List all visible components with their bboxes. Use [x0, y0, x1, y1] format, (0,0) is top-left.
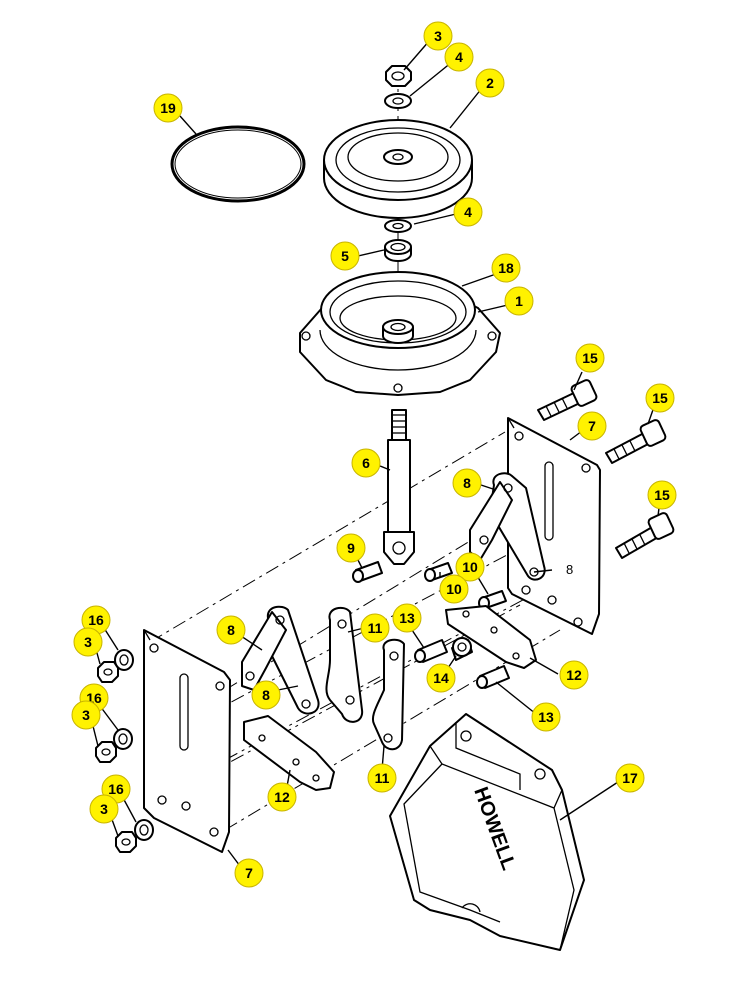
- svg-text:16: 16: [88, 612, 104, 628]
- left-plate: [143, 629, 231, 853]
- spacer-14: [451, 637, 473, 661]
- svg-text:3: 3: [84, 634, 92, 650]
- svg-text:4: 4: [464, 204, 472, 220]
- svg-text:12: 12: [274, 789, 290, 805]
- callout-13-b: 13: [531, 702, 561, 732]
- callout-12-right: 12: [559, 660, 589, 690]
- svg-text:8: 8: [262, 687, 270, 703]
- bearing: [384, 239, 412, 262]
- nut-washer-set-3: [115, 819, 154, 853]
- shaft: [383, 409, 415, 565]
- svg-text:13: 13: [399, 610, 415, 626]
- svg-text:1: 1: [515, 293, 523, 309]
- callout-15-c: 15: [647, 480, 677, 510]
- callout-3-c: 3: [89, 794, 119, 824]
- bolt-1: [537, 379, 598, 421]
- callout-3-top: 3: [423, 21, 453, 51]
- callout-4-top: 4: [444, 42, 474, 72]
- svg-text:15: 15: [582, 350, 598, 366]
- callout-8-left-top: 8: [216, 615, 246, 645]
- svg-text:6: 6: [362, 455, 370, 471]
- svg-text:11: 11: [368, 620, 383, 636]
- callout-15-a: 15: [575, 343, 605, 373]
- callout-5: 5: [330, 241, 360, 271]
- callout-8-right: 8: [452, 468, 482, 498]
- svg-text:13: 13: [538, 709, 554, 725]
- svg-text:9: 9: [347, 540, 355, 556]
- svg-text:12: 12: [566, 667, 582, 683]
- pin-9: [352, 561, 383, 583]
- svg-text:8: 8: [463, 475, 471, 491]
- svg-text:3: 3: [82, 707, 90, 723]
- pin-13b: [476, 665, 510, 689]
- right-plate: [507, 417, 601, 635]
- housing: [299, 271, 501, 396]
- svg-text:10: 10: [462, 559, 478, 575]
- callout-10-a: 10: [455, 552, 485, 582]
- svg-text:2: 2: [486, 75, 494, 91]
- callout-7-left: 7: [234, 858, 264, 888]
- callout-8-left-bottom: 8: [251, 680, 281, 710]
- callout-3-a: 3: [73, 627, 103, 657]
- right-link: [469, 472, 546, 581]
- callouts: 3 4 2 19 4 5 18 1 15 15 7 6 8 15 9 10 10…: [71, 21, 677, 888]
- callout-6: 6: [351, 448, 381, 478]
- svg-text:3: 3: [434, 28, 442, 44]
- cover: HOWELL: [389, 713, 585, 951]
- callout-13-a: 13: [392, 603, 422, 633]
- callout-9: 9: [336, 533, 366, 563]
- callout-19: 19: [153, 93, 183, 123]
- svg-text:4: 4: [455, 49, 463, 65]
- top-washer: [384, 93, 412, 109]
- svg-text:19: 19: [160, 100, 176, 116]
- callout-17: 17: [615, 763, 645, 793]
- svg-text:17: 17: [622, 770, 638, 786]
- nut-washer-set-2: [95, 728, 133, 763]
- svg-text:16: 16: [108, 781, 124, 797]
- svg-text:11: 11: [375, 770, 390, 786]
- plain-label-8: 8: [566, 562, 573, 577]
- left-bracket: [243, 715, 335, 791]
- bolt-3: [615, 512, 675, 559]
- callout-12-left: 12: [267, 782, 297, 812]
- callout-15-b: 15: [645, 383, 675, 413]
- svg-text:15: 15: [654, 487, 670, 503]
- svg-text:15: 15: [652, 390, 668, 406]
- svg-text:7: 7: [245, 865, 253, 881]
- callout-11-b: 11: [367, 763, 397, 793]
- top-nut: [385, 65, 412, 87]
- right-bracket: [445, 605, 537, 669]
- bolt-2: [605, 419, 667, 464]
- svg-text:14: 14: [433, 670, 449, 686]
- callout-3-b: 3: [71, 700, 101, 730]
- svg-text:7: 7: [588, 418, 596, 434]
- svg-text:10: 10: [446, 581, 462, 597]
- callout-4-lower: 4: [453, 197, 483, 227]
- callout-11-a: 11: [360, 613, 390, 643]
- pin-10a: [424, 562, 453, 582]
- callout-14: 14: [426, 663, 456, 693]
- callout-2: 2: [475, 68, 505, 98]
- svg-text:5: 5: [341, 248, 349, 264]
- o-ring: [170, 125, 306, 203]
- callout-18: 18: [491, 253, 521, 283]
- link-11-lower: [372, 638, 405, 751]
- svg-text:18: 18: [498, 260, 514, 276]
- pulley: [323, 119, 473, 219]
- pin-13a: [414, 639, 448, 663]
- svg-text:3: 3: [100, 801, 108, 817]
- nut-washer-set-1: [97, 649, 134, 683]
- lower-washer: [384, 219, 412, 233]
- link-11-upper: [325, 606, 364, 723]
- callout-16-a: 16: [81, 605, 111, 635]
- callout-7-right: 7: [577, 411, 607, 441]
- callout-1: 1: [504, 286, 534, 316]
- svg-text:8: 8: [227, 622, 235, 638]
- callout-10-b: 10: [439, 574, 469, 604]
- leader-lines: [91, 39, 661, 867]
